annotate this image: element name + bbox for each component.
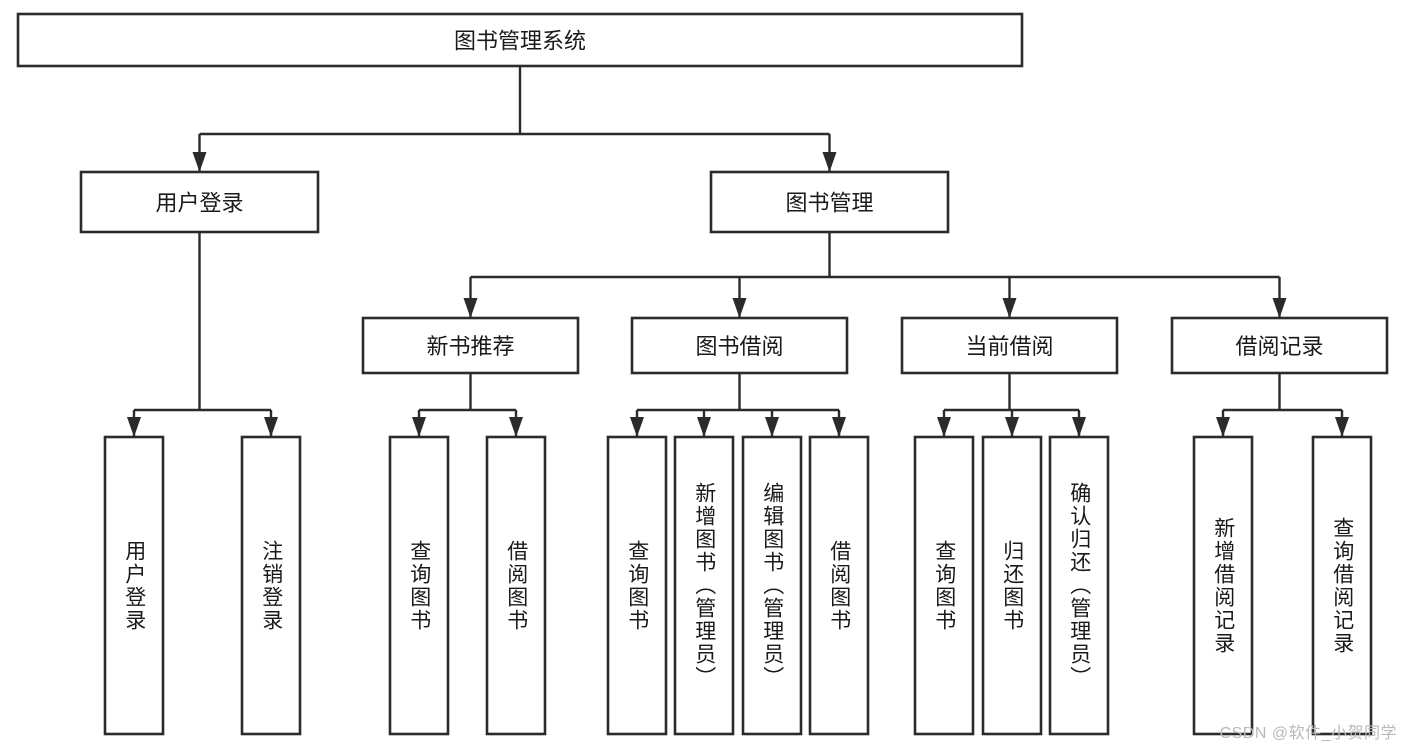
node-level2-0 <box>79 170 320 234</box>
node-root <box>16 12 1024 68</box>
leaf-box-12 <box>1311 435 1373 736</box>
leaf-box-6 <box>741 435 803 736</box>
leaf-box-4 <box>606 435 668 736</box>
node-level3-1 <box>630 316 849 375</box>
node-root-label: 图书管理系统 <box>454 29 586 54</box>
leaf-box-10 <box>1048 435 1110 736</box>
watermark-text: CSDN @软件_小贺同学 <box>1219 725 1397 742</box>
leaf-box-7 <box>808 435 870 736</box>
node-level2-label-0: 用户登录 <box>155 191 243 216</box>
leaf-box-9 <box>981 435 1043 736</box>
node-level2-1 <box>709 170 950 234</box>
leaf-box-5 <box>673 435 735 736</box>
leaf-box-3 <box>485 435 547 736</box>
node-level3-label-1: 图书借阅 <box>695 334 783 359</box>
leaf-box-1 <box>240 435 302 736</box>
boxes-layer <box>16 12 1389 736</box>
node-level3-label-2: 当前借阅 <box>965 334 1053 359</box>
leaf-box-2 <box>388 435 450 736</box>
node-level3-label-0: 新书推荐 <box>426 334 514 359</box>
leaf-box-8 <box>913 435 975 736</box>
connectors-layer <box>127 66 1349 437</box>
leaf-box-0 <box>103 435 165 736</box>
node-level3-label-3: 借阅记录 <box>1235 334 1323 359</box>
node-level3-2 <box>900 316 1119 375</box>
node-level3-0 <box>361 316 580 375</box>
node-level3-3 <box>1170 316 1389 375</box>
leaf-box-11 <box>1192 435 1254 736</box>
node-level2-label-1: 图书管理 <box>785 191 873 216</box>
